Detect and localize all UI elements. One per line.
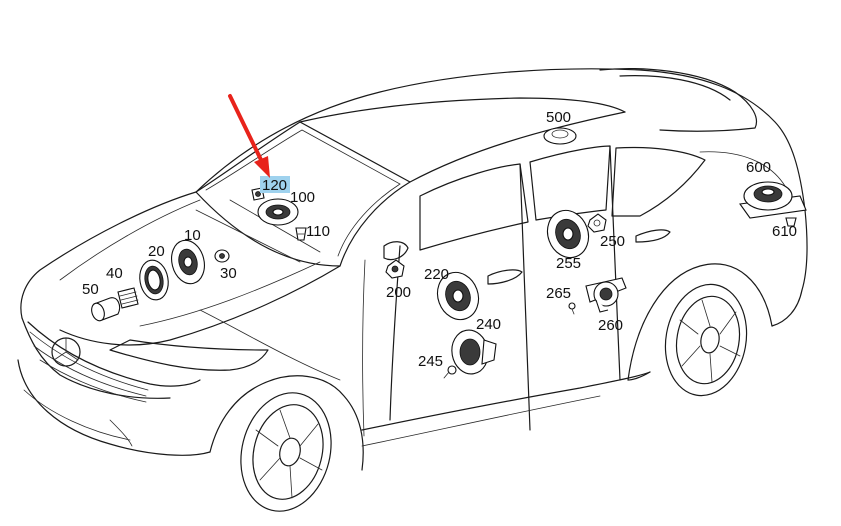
red-arrow-icon (228, 94, 270, 178)
part-245-icon (443, 365, 457, 379)
callout-255[interactable]: 255 (556, 255, 581, 272)
part-50-icon (91, 297, 121, 322)
callout-220[interactable]: 220 (424, 266, 449, 283)
part-240-icon (451, 329, 497, 375)
callout-110[interactable]: 110 (306, 223, 330, 240)
part-500-icon (543, 127, 577, 145)
callout-50[interactable]: 50 (82, 281, 99, 298)
part-600-icon (739, 181, 807, 219)
callout-610[interactable]: 610 (772, 223, 797, 240)
parts-layer (91, 127, 807, 379)
part-260-icon (585, 277, 627, 313)
callout-100[interactable]: 100 (290, 189, 315, 206)
car-outline (17, 68, 808, 512)
callout-265[interactable]: 265 (546, 285, 571, 302)
callout-500[interactable]: 500 (546, 109, 571, 126)
callout-120-highlight (260, 176, 290, 193)
part-220-icon (436, 271, 480, 321)
callout-40[interactable]: 40 (106, 265, 123, 282)
callout-30[interactable]: 30 (220, 265, 237, 282)
part-110-icon (295, 227, 307, 241)
callout-20[interactable]: 20 (148, 243, 165, 260)
part-255-icon (546, 209, 590, 259)
callout-120[interactable]: 120 (262, 177, 287, 194)
part-265-icon (568, 302, 576, 315)
rear-wheel (664, 283, 748, 397)
part-20-icon (139, 259, 169, 301)
part-10-icon (171, 239, 205, 285)
part-200-icon (385, 259, 405, 279)
part-250-icon (587, 213, 607, 233)
front-wheel (240, 392, 332, 512)
callout-200[interactable]: 200 (386, 284, 411, 301)
callout-250[interactable]: 250 (600, 233, 625, 250)
part-40-icon (117, 287, 139, 309)
callout-260[interactable]: 260 (598, 317, 623, 334)
callout-10[interactable]: 10 (184, 227, 201, 244)
callout-245[interactable]: 245 (418, 353, 443, 370)
part-100-icon (257, 198, 299, 226)
callout-labels: 500 600 610 250 255 265 260 200 220 240 … (82, 109, 797, 370)
part-30-icon (214, 249, 230, 263)
part-610-icon (785, 217, 797, 227)
callout-240[interactable]: 240 (476, 316, 501, 333)
callout-600[interactable]: 600 (746, 159, 771, 176)
